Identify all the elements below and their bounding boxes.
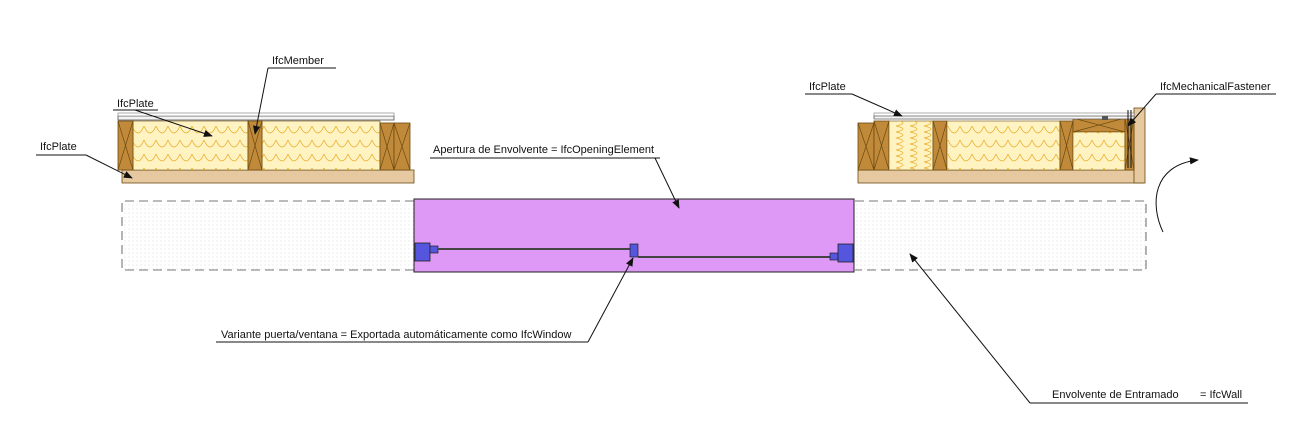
label-mechanical-fastener: IfcMechanicalFastener [1160, 81, 1271, 93]
label-ifc-plate-top-left: IfcPlate [117, 98, 154, 110]
annotation-ifc-plate-right: IfcPlate [805, 81, 903, 117]
right-stud-5 [1124, 117, 1135, 171]
right-inner-plate [873, 115, 1135, 120]
window-variant [414, 242, 854, 263]
annotation-window-variant: Variante puerta/ventana = Exportada auto… [216, 257, 634, 343]
right-outer-board [857, 169, 1144, 184]
right-stud-2 [873, 120, 890, 171]
left-stud-member [247, 120, 263, 171]
label-opening-element: Apertura de Envolvente = IfcOpeningEleme… [433, 144, 654, 156]
annotation-ifc-plate-left: IfcPlate [36, 141, 133, 179]
left-inner-plate-2 [117, 112, 395, 117]
label-ifc-member: IfcMember [272, 55, 324, 67]
right-wall-section [857, 107, 1146, 184]
curved-arrow-envelope-to-section [1155, 157, 1199, 233]
left-wall-section [117, 112, 415, 184]
right-header-beam [1072, 117, 1126, 133]
right-insulation-small-pattern [1073, 132, 1125, 170]
label-window-variant: Variante puerta/ventana = Exportada auto… [221, 329, 572, 341]
wall-envelope-left [121, 200, 414, 271]
right-stud-1 [857, 122, 875, 171]
window-center-mullion [629, 243, 639, 258]
window-frame-right [837, 243, 854, 263]
left-outer-board [121, 169, 415, 184]
left-stud-end-1 [379, 122, 395, 171]
annotation-ifc-member: IfcMember [253, 55, 336, 135]
left-stud-1 [117, 120, 134, 171]
opening-element [413, 198, 855, 273]
annotation-ifc-plate-top-left: IfcPlate [113, 98, 213, 137]
wall-envelope-right [855, 200, 1147, 271]
right-stud-4 [1059, 120, 1074, 171]
label-wall-envelope-prefix: Envolvente de Entramado [1052, 389, 1179, 401]
right-end-post [1133, 107, 1146, 184]
annotation-wall-envelope: Envolvente de Entramado = IfcWall [909, 253, 1248, 404]
left-stud-end-2 [393, 122, 411, 171]
left-insulation-2-pattern [262, 121, 380, 170]
annotation-opening-element: Apertura de Envolvente = IfcOpeningEleme… [430, 144, 680, 209]
label-ifc-plate-right: IfcPlate [809, 81, 846, 93]
label-ifc-plate-left: IfcPlate [40, 141, 77, 153]
right-insulation-main-pattern [947, 121, 1060, 170]
right-stud-3 [932, 120, 948, 171]
annotation-mechanical-fastener: IfcMechanicalFastener [1127, 81, 1276, 127]
window-frame-left [414, 242, 431, 262]
right-insulation-horizontal-pattern [889, 121, 933, 170]
label-wall-envelope-suffix: = IfcWall [1200, 389, 1242, 401]
